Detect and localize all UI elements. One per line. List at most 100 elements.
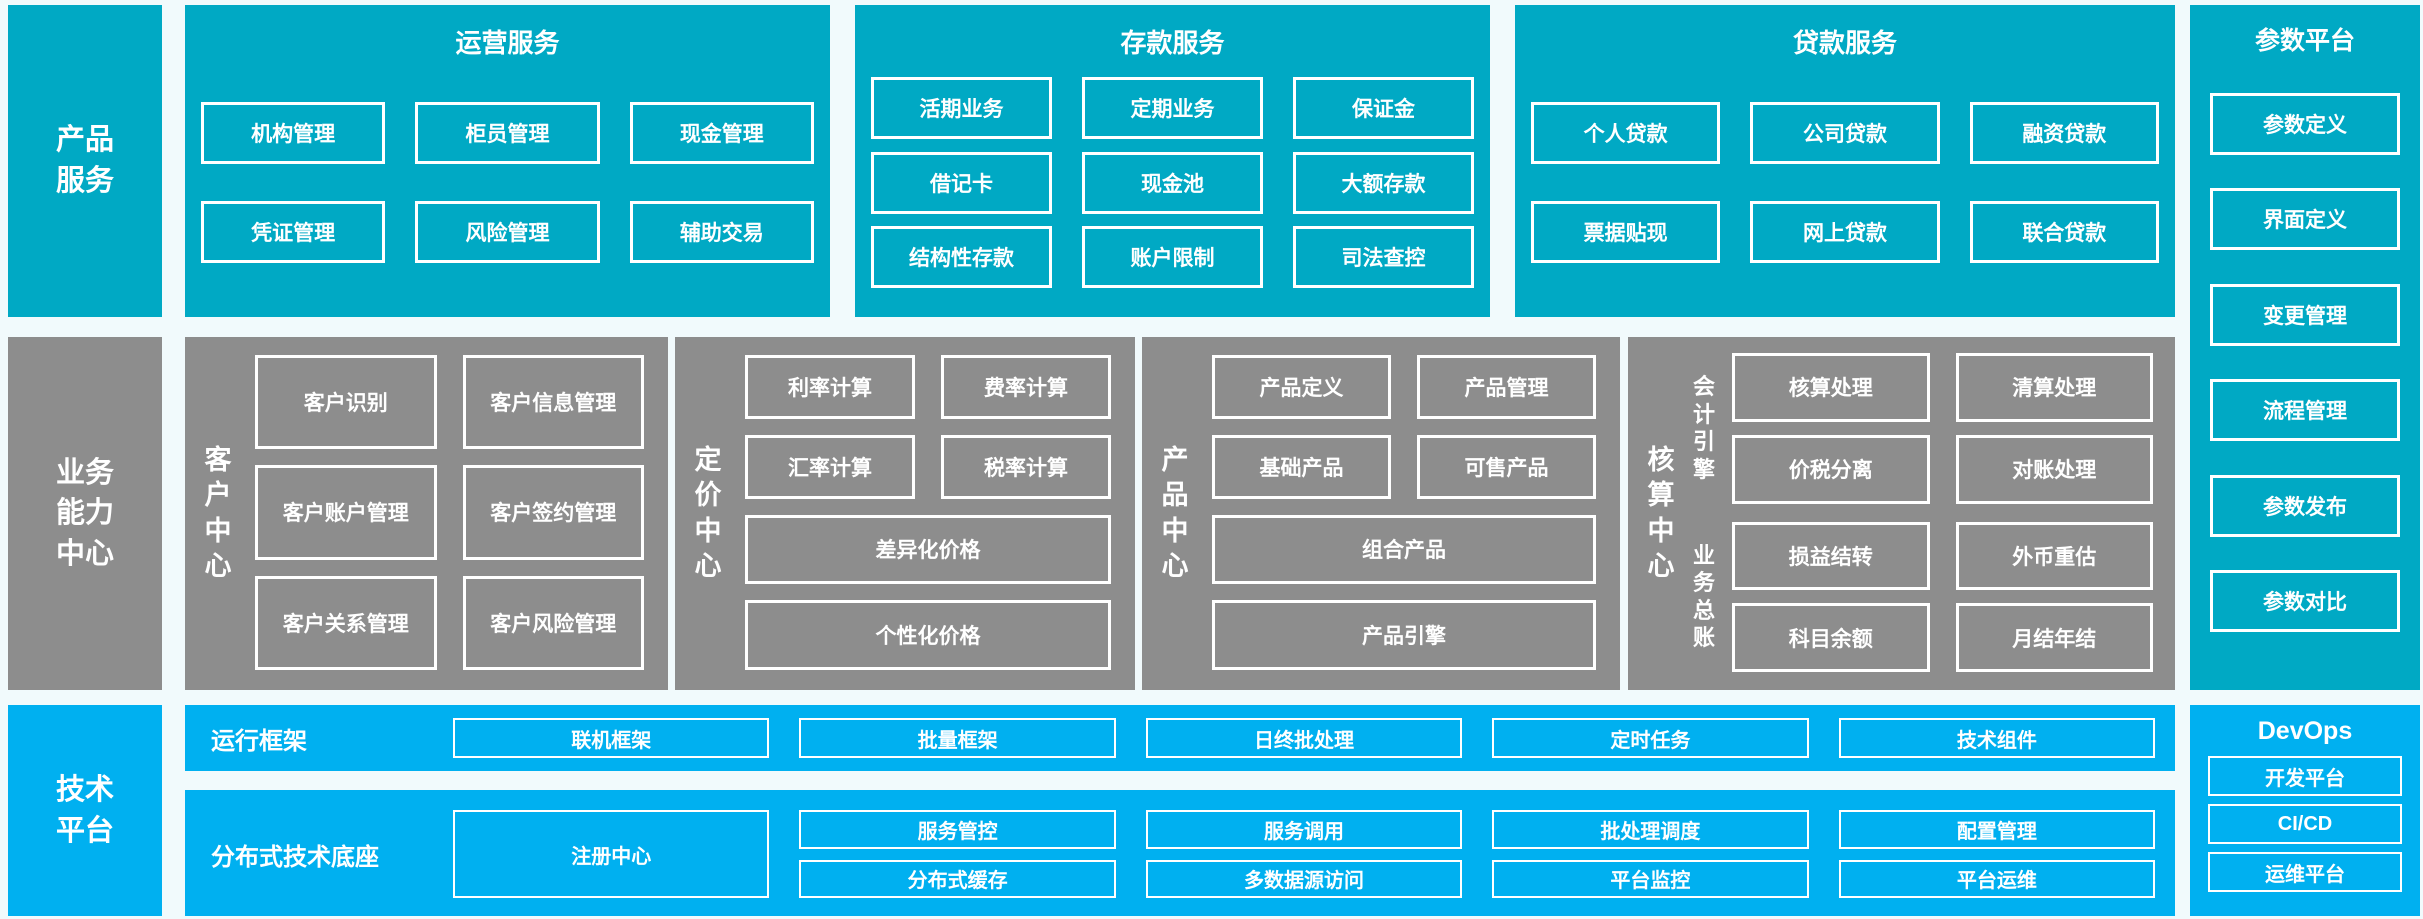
service-box: 客户账户管理 [255, 465, 437, 560]
accounting-group-engine: 会计引擎 核算处理清算处理价税分离对账处理 [1686, 353, 2153, 504]
section-title: 运营服务 [455, 28, 560, 58]
box-row: 价税分离对账处理 [1732, 434, 2153, 504]
section-product-center: 产品中心 产品定义产品管理基础产品可售产品组合产品产品引擎 [1142, 337, 1620, 690]
service-box: 定时任务 [1492, 718, 1809, 758]
box-row: 客户账户管理客户签约管理 [255, 465, 644, 560]
service-box: 凭证管理 [201, 201, 386, 264]
service-box: 流程管理 [2210, 379, 2400, 442]
section-title: 参数平台 [2254, 27, 2355, 55]
box-row: 机构管理柜员管理现金管理 [201, 101, 814, 164]
service-box: 批量框架 [799, 718, 1116, 758]
service-box: 利率计算 [745, 355, 915, 419]
service-box: 客户关系管理 [255, 575, 437, 670]
service-box: 参数发布 [2210, 474, 2400, 537]
box-column: 注册中心 [453, 810, 770, 898]
section-title: 存款服务 [1120, 28, 1225, 58]
box-row: 利率计算费率计算 [745, 355, 1111, 419]
box-row: 凭证管理风险管理辅助交易 [201, 201, 814, 264]
service-box: 账户限制 [1082, 226, 1263, 289]
service-box: 基础产品 [1212, 434, 1391, 499]
service-box: 服务管控 [799, 810, 1116, 849]
section-title: 贷款服务 [1792, 28, 1897, 58]
service-box: 个人贷款 [1531, 101, 1721, 164]
service-box: 对账处理 [1955, 434, 2153, 504]
lane-label-tech-platform: 技术 平台 [8, 705, 162, 916]
service-box: 客户签约管理 [462, 465, 644, 560]
lane-label-business-capability: 业务 能力 中心 [8, 337, 162, 690]
box-row: 活期业务定期业务保证金 [871, 76, 1474, 139]
service-box: 网上贷款 [1750, 201, 1940, 264]
service-box: 服务调用 [1145, 810, 1463, 849]
box-row: 票据贴现网上贷款联合贷款 [1531, 201, 2159, 264]
box-row: 损益结转外币重估 [1732, 521, 2153, 591]
box-row: 结构性存款账户限制司法查控 [871, 226, 1474, 289]
service-box: 多数据源访问 [1145, 859, 1463, 898]
box-row: 联机框架批量框架日终批处理定时任务技术组件 [453, 718, 2156, 758]
service-box: 公司贷款 [1750, 101, 1940, 164]
service-box: 参数定义 [2210, 92, 2400, 155]
service-box: 现金池 [1082, 151, 1263, 214]
box-grid: 客户识别客户信息管理客户账户管理客户签约管理客户关系管理客户风险管理 [239, 337, 668, 690]
service-box: 分布式缓存 [799, 859, 1116, 898]
box-column: 服务调用多数据源访问 [1145, 810, 1463, 898]
service-box: 活期业务 [871, 76, 1052, 139]
service-box: 税率计算 [941, 434, 1111, 499]
service-box: 汇率计算 [745, 434, 915, 499]
service-box: 定期业务 [1082, 76, 1263, 139]
service-box: 司法查控 [1293, 226, 1474, 289]
accounting-group-ledger: 业务总账 损益结转外币重估科目余额月结年结 [1686, 521, 2153, 672]
box-columns: 注册中心 服务管控分布式缓存服务调用多数据源访问批处理调度平台监控配置管理平台运… [453, 810, 2156, 898]
service-box: 产品引擎 [1212, 600, 1596, 670]
section-parameter-platform: 参数平台 参数定义界面定义变更管理流程管理参数发布参数对比 [2190, 5, 2420, 690]
accounting-groups: 会计引擎 核算处理清算处理价税分离对账处理 业务总账 损益结转外币重估科目余额月… [1682, 337, 2175, 690]
band-label: 分布式技术底座 [211, 843, 379, 871]
service-box: CI/CD [2208, 804, 2402, 844]
service-box: 差异化价格 [745, 514, 1111, 585]
service-box: 开发平台 [2208, 756, 2402, 796]
service-box: 平台监控 [1492, 859, 1809, 898]
band-distributed-base: 分布式技术底座 注册中心 服务管控分布式缓存服务调用多数据源访问批处理调度平台监… [185, 790, 2175, 916]
box-grid: 核算处理清算处理价税分离对账处理 [1732, 353, 2153, 504]
box-row: 核算处理清算处理 [1732, 353, 2153, 422]
service-box: 费率计算 [941, 355, 1111, 419]
service-box: 注册中心 [453, 810, 770, 898]
service-box: 外币重估 [1955, 521, 2153, 591]
box-grid: 损益结转外币重估科目余额月结年结 [1732, 521, 2153, 672]
box-grid: 机构管理柜员管理现金管理凭证管理风险管理辅助交易 [185, 60, 830, 317]
box-grid: 产品定义产品管理基础产品可售产品组合产品产品引擎 [1196, 337, 1620, 690]
section-customer-center: 客户中心 客户识别客户信息管理客户账户管理客户签约管理客户关系管理客户风险管理 [185, 337, 668, 690]
service-box: 核算处理 [1732, 353, 1930, 422]
service-box: 可售产品 [1417, 434, 1596, 499]
service-box: 借记卡 [871, 151, 1052, 214]
service-box: 平台运维 [1838, 859, 2156, 898]
service-box: 结构性存款 [871, 226, 1052, 289]
service-box: 组合产品 [1212, 514, 1596, 585]
service-box: 批处理调度 [1492, 810, 1809, 849]
section-vertical-label: 核算中心 [1647, 445, 1675, 581]
box-column: 配置管理平台运维 [1838, 810, 2156, 898]
service-box: 联合贷款 [1969, 201, 2159, 264]
section-pricing-center: 定价中心 利率计算费率计算汇率计算税率计算差异化价格个性化价格 [675, 337, 1135, 690]
service-box: 个性化价格 [745, 600, 1111, 670]
box-row: 客户识别客户信息管理 [255, 355, 644, 450]
group-vertical-label: 会计引擎 [1692, 374, 1715, 482]
service-box: 价税分离 [1732, 434, 1930, 504]
box-row: 个人贷款公司贷款融资贷款 [1531, 101, 2159, 164]
section-vertical-label: 产品中心 [1161, 445, 1189, 581]
band-runtime-framework: 运行框架 联机框架批量框架日终批处理定时任务技术组件 [185, 705, 2175, 771]
service-box: 票据贴现 [1531, 201, 1721, 264]
group-vertical-label: 业务总账 [1692, 542, 1715, 651]
section-accounting-center: 核算中心 会计引擎 核算处理清算处理价税分离对账处理 业务总账 损益结转外币重估… [1628, 337, 2175, 690]
box-row: 科目余额月结年结 [1732, 603, 2153, 672]
service-box: 技术组件 [1838, 718, 2156, 758]
band-label: 运行框架 [211, 727, 307, 755]
section-title: DevOps [2257, 717, 2353, 745]
service-box: 清算处理 [1955, 353, 2153, 422]
box-stack: 参数定义界面定义变更管理流程管理参数发布参数对比 [2190, 57, 2420, 690]
section-deposit-services: 存款服务 活期业务定期业务保证金借记卡现金池大额存款结构性存款账户限制司法查控 [855, 5, 1490, 317]
box-column: 服务管控分布式缓存 [799, 810, 1116, 898]
section-operation-services: 运营服务 机构管理柜员管理现金管理凭证管理风险管理辅助交易 [185, 5, 830, 317]
box-column: 批处理调度平台监控 [1492, 810, 1809, 898]
